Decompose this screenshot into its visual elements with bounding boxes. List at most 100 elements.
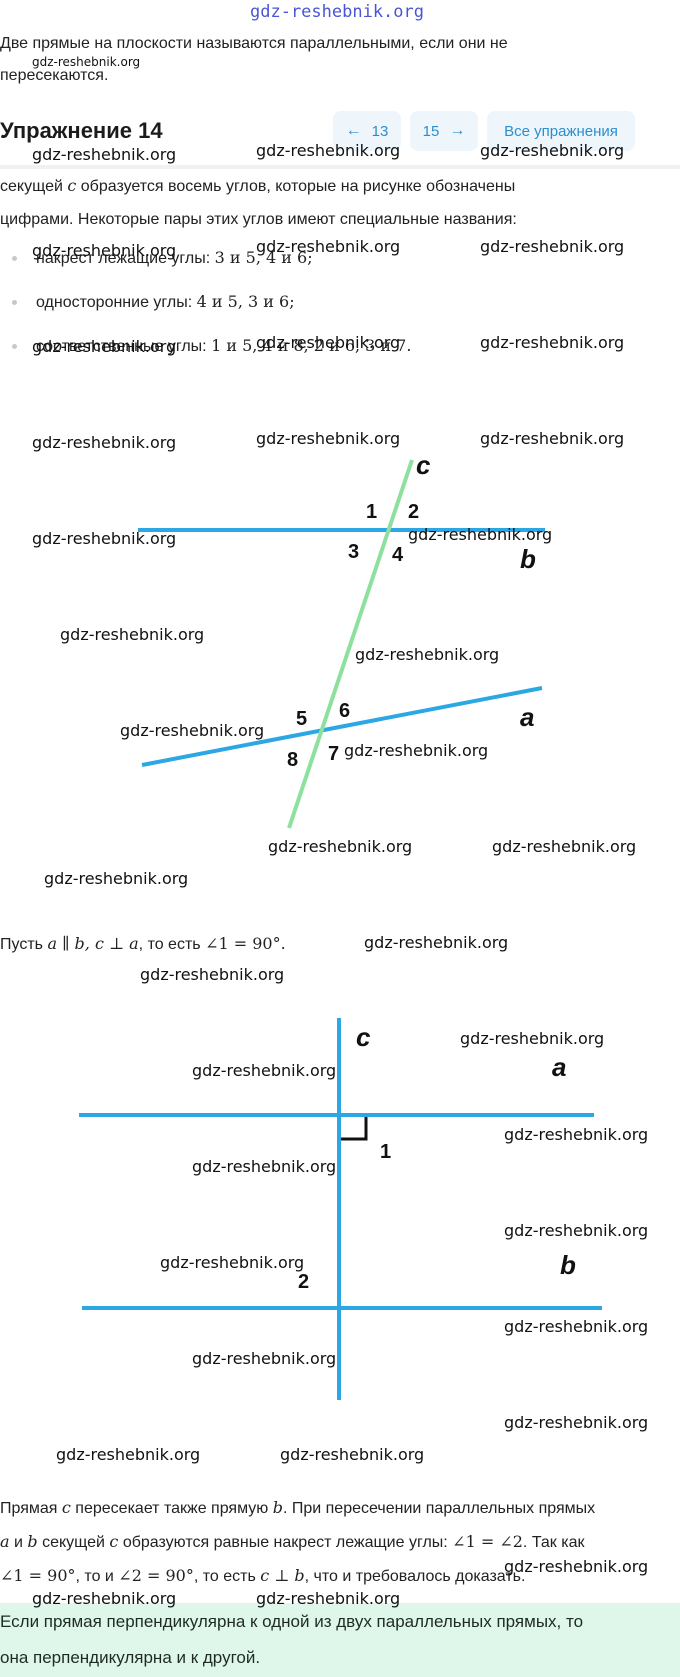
watermark: gdz-reshebnik.org xyxy=(32,529,177,548)
watermark: gdz-reshebnik.org xyxy=(480,237,625,256)
list-item-label: односторонние углы: xyxy=(36,294,197,311)
all-exercises-button[interactable]: Все упражнения xyxy=(487,111,635,151)
angle-label: 7 xyxy=(328,743,339,765)
watermark: gdz-reshebnik.org xyxy=(504,1317,649,1336)
proof-math: ∠1 = 90° xyxy=(0,1566,76,1585)
let-math: ∠1 = 90°. xyxy=(205,934,286,953)
proof-line-1: Прямая c пересекает также прямую b. При … xyxy=(0,1494,595,1523)
line-c-secant xyxy=(287,459,414,829)
watermark: gdz-reshebnik.org xyxy=(256,333,401,352)
watermark: gdz-reshebnik.org xyxy=(256,141,401,160)
para1-line-2: цифрами. Некоторые пары этих углов имеют… xyxy=(0,211,517,228)
next-exercise-button[interactable]: 15 → xyxy=(410,111,478,151)
watermark: gdz-reshebnik.org xyxy=(480,333,625,352)
var-c: c xyxy=(109,1532,119,1551)
watermark: gdz-reshebnik.org xyxy=(160,1253,305,1272)
proof-math: ∠1 = ∠2 xyxy=(452,1532,523,1551)
page-title: Упражнение 14 xyxy=(0,118,163,143)
conclusion-line-2: она перпендикулярна и к другой. xyxy=(0,1648,261,1667)
angle-label: 2 xyxy=(298,1271,309,1293)
watermark: gdz-reshebnik.org xyxy=(32,241,177,260)
list-bullet xyxy=(12,300,17,305)
watermark: gdz-reshebnik.org xyxy=(192,1349,337,1368)
let-text: Пусть xyxy=(0,936,48,953)
angle-label: 5 xyxy=(296,708,307,730)
para1-text: секущей xyxy=(0,178,68,195)
watermark: gdz-reshebnik.org xyxy=(32,145,177,164)
arrow-left-icon: ← xyxy=(345,122,362,139)
arrow-right-icon: → xyxy=(449,122,466,139)
watermark: gdz-reshebnik.org xyxy=(140,965,285,984)
proof-text: пересекает также прямую xyxy=(70,1500,273,1517)
watermark: gdz-reshebnik.org xyxy=(44,869,189,888)
list-item-math: 4 и 5, 3 и 6; xyxy=(196,292,295,311)
watermark: gdz-reshebnik.org xyxy=(480,429,625,448)
watermark: gdz-reshebnik.org xyxy=(504,1413,649,1432)
watermark: gdz-reshebnik.org xyxy=(268,837,413,856)
line-a xyxy=(141,686,543,767)
let-line: Пусть a ∥ b, c ⊥ a, то есть ∠1 = 90°. xyxy=(0,930,286,959)
list-item-math: 3 и 5, 4 и 6; xyxy=(214,248,313,267)
label-b: b xyxy=(560,1250,576,1280)
list-item: накрест лежащие углы: 3 и 5, 4 и 6; xyxy=(36,246,313,271)
watermark: gdz-reshebnik.org xyxy=(120,721,265,740)
var-b: b xyxy=(27,1532,38,1551)
proof-text: и xyxy=(9,1534,28,1551)
watermark: gdz-reshebnik.org xyxy=(364,933,509,952)
conclusion-line-1: Если прямая перпендикулярна к одной из д… xyxy=(0,1612,584,1631)
site-banner: gdz-reshebnik.org xyxy=(250,2,424,22)
watermark: gdz-reshebnik.org xyxy=(60,625,205,644)
prev-exercise-button[interactable]: ← 13 xyxy=(333,111,401,151)
proof-text: . При пересечении параллельных прямых xyxy=(282,1500,596,1517)
watermark: gdz-reshebnik.org xyxy=(504,1557,649,1576)
watermark: gdz-reshebnik.org xyxy=(504,1221,649,1240)
para1-line-1: секущей c образуется восемь углов, котор… xyxy=(0,172,515,201)
all-exercises-label: Все упражнения xyxy=(504,122,618,140)
proof-text: . Так как xyxy=(522,1534,585,1551)
let-text: , то есть xyxy=(138,936,206,953)
list-item: односторонние углы: 4 и 5, 3 и 6; xyxy=(36,290,295,315)
proof-line-3: ∠1 = 90°, то и ∠2 = 90°, то есть c ⊥ b, … xyxy=(0,1562,525,1591)
intro-line-2: пересекаются. xyxy=(0,67,109,84)
prev-exercise-label: 13 xyxy=(371,122,389,140)
watermark: gdz-reshebnik.org xyxy=(192,1061,337,1080)
proof-text: образуются равные накрест лежащие углы: xyxy=(118,1534,453,1551)
angle-label: 3 xyxy=(348,541,359,563)
conclusion-callout: Если прямая перпендикулярна к одной из д… xyxy=(0,1603,680,1677)
watermark: gdz-reshebnik.org xyxy=(256,429,401,448)
var-c: c xyxy=(67,176,77,195)
proof-line-2: a и b секущей c образуются равные накрес… xyxy=(0,1528,584,1557)
watermark: gdz-reshebnik.org xyxy=(32,1589,177,1608)
watermark: gdz-reshebnik.org xyxy=(460,1029,605,1048)
header-divider xyxy=(0,165,680,169)
watermark: gdz-reshebnik.org xyxy=(480,141,625,160)
angle-label: 1 xyxy=(366,501,377,523)
proof-text: секущей xyxy=(37,1534,110,1551)
label-c: c xyxy=(416,450,431,480)
watermark: gdz-reshebnik.org xyxy=(56,1445,201,1464)
watermark: gdz-reshebnik.org xyxy=(256,1589,401,1608)
para1-text: образуется восемь углов, которые на рису… xyxy=(76,178,516,195)
angle-label: 8 xyxy=(287,749,298,771)
proof-math: ∠2 = 90° xyxy=(118,1566,194,1585)
let-math: a ∥ b, c ⊥ a xyxy=(47,934,139,953)
proof-text: , что и требовалось доказать. xyxy=(304,1568,526,1585)
watermark: gdz-reshebnik.org xyxy=(492,837,637,856)
var-c: c xyxy=(61,1498,71,1517)
proof-text: , то есть xyxy=(193,1568,261,1585)
list-bullet xyxy=(12,256,17,261)
label-a: a xyxy=(520,702,534,732)
watermark: gdz-reshebnik.org xyxy=(408,525,553,544)
list-item-label: накрест лежащие углы: xyxy=(36,250,215,267)
proof-text: , то и xyxy=(75,1568,119,1585)
proof-math: c ⊥ b xyxy=(260,1566,305,1585)
list-bullet xyxy=(12,344,17,349)
intro-line-1: Две прямые на плоскости называются парал… xyxy=(0,35,508,52)
watermark: gdz-reshebnik.org xyxy=(344,741,489,760)
figure-perpendicular: c a b 1 2 xyxy=(79,1018,602,1400)
list-item-label: соответственные углы: xyxy=(36,338,212,355)
var-b: b xyxy=(272,1498,283,1517)
watermark: gdz-reshebnik.org xyxy=(256,237,401,256)
watermark: gdz-reshebnik.org xyxy=(280,1445,425,1464)
angle-label: 6 xyxy=(339,700,350,722)
